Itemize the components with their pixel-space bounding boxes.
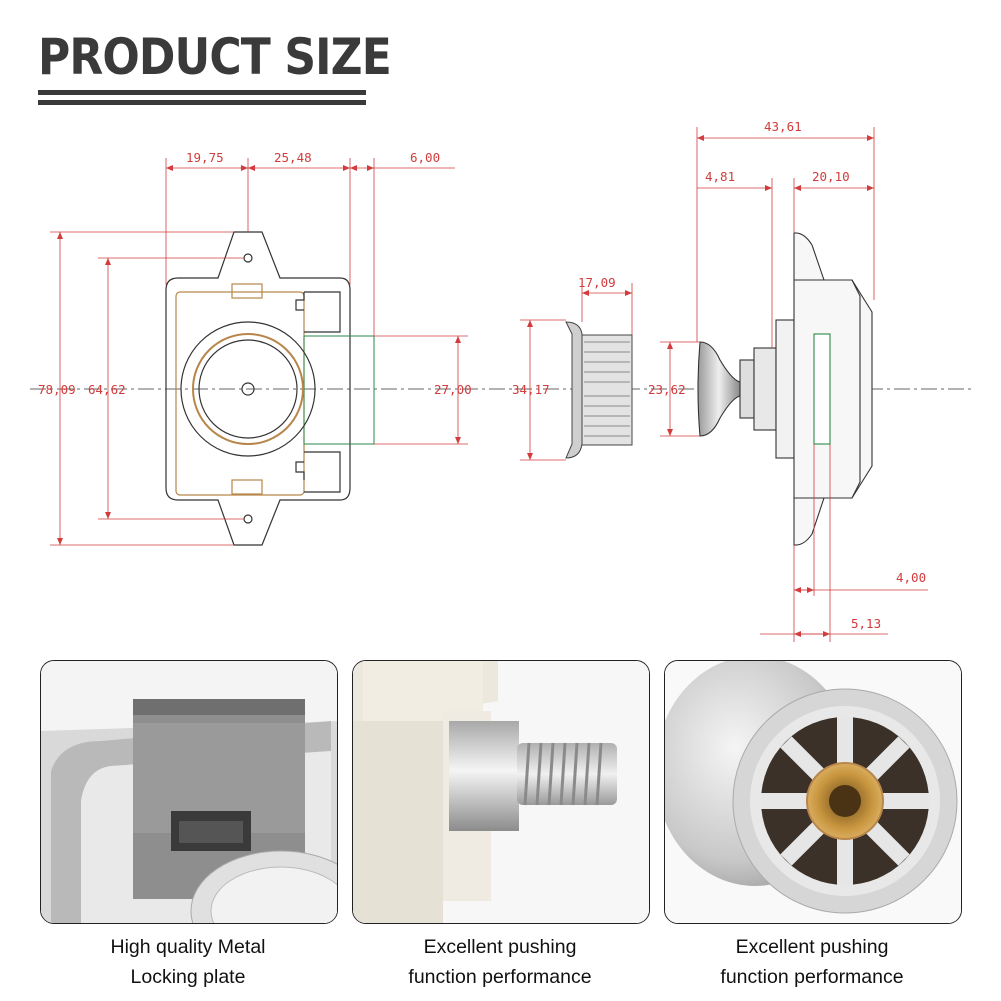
lock-front-view	[165, 231, 375, 546]
dim-43-61: 43,61	[764, 119, 802, 134]
dim-78-09: 78,09	[38, 382, 76, 397]
dim-17-09: 17,09	[578, 275, 616, 290]
caption-line2: Locking plate	[130, 966, 246, 988]
dim-4-00: 4,00	[896, 570, 926, 585]
caption-line2: function performance	[720, 966, 904, 988]
caption-line1: Excellent pushing	[735, 936, 889, 958]
dim-25-48: 25,48	[274, 150, 312, 165]
caption-line2: function performance	[408, 966, 592, 988]
dim-64-62: 64,62	[88, 382, 126, 397]
front-dimension-lines	[50, 158, 468, 546]
dim-20-10: 20,10	[812, 169, 850, 184]
photo-threaded-stud	[352, 660, 650, 924]
caption-line1: High quality Metal	[110, 936, 266, 958]
dim-34-17: 34,17	[512, 382, 550, 397]
photo-knob	[664, 660, 962, 924]
side-view	[697, 232, 873, 546]
dim-27-00: 27,00	[434, 382, 472, 397]
caption-line1: Excellent pushing	[423, 936, 577, 958]
title-underline	[38, 90, 366, 95]
dim-5-13: 5,13	[851, 616, 881, 631]
page-title: PRODUCT SIZE	[38, 28, 392, 86]
caption-threaded-stud: Excellent pushing function performance	[350, 932, 650, 992]
title-underline-second	[38, 100, 366, 105]
threaded-sleeve	[565, 321, 633, 459]
technical-drawing: 19,75 25,48 6,00 78,09 64,62 27,00 17,09…	[30, 119, 975, 642]
caption-locking-plate: High quality Metal Locking plate	[38, 932, 338, 992]
sleeve-dimension-lines	[520, 283, 633, 461]
side-dimension-lines	[660, 127, 928, 642]
dim-19-75: 19,75	[186, 150, 224, 165]
dim-23-62: 23,62	[648, 382, 686, 397]
dim-6-00: 6,00	[410, 150, 440, 165]
dim-4-81: 4,81	[705, 169, 735, 184]
caption-knob: Excellent pushing function performance	[662, 932, 962, 992]
photo-locking-plate	[40, 660, 338, 924]
